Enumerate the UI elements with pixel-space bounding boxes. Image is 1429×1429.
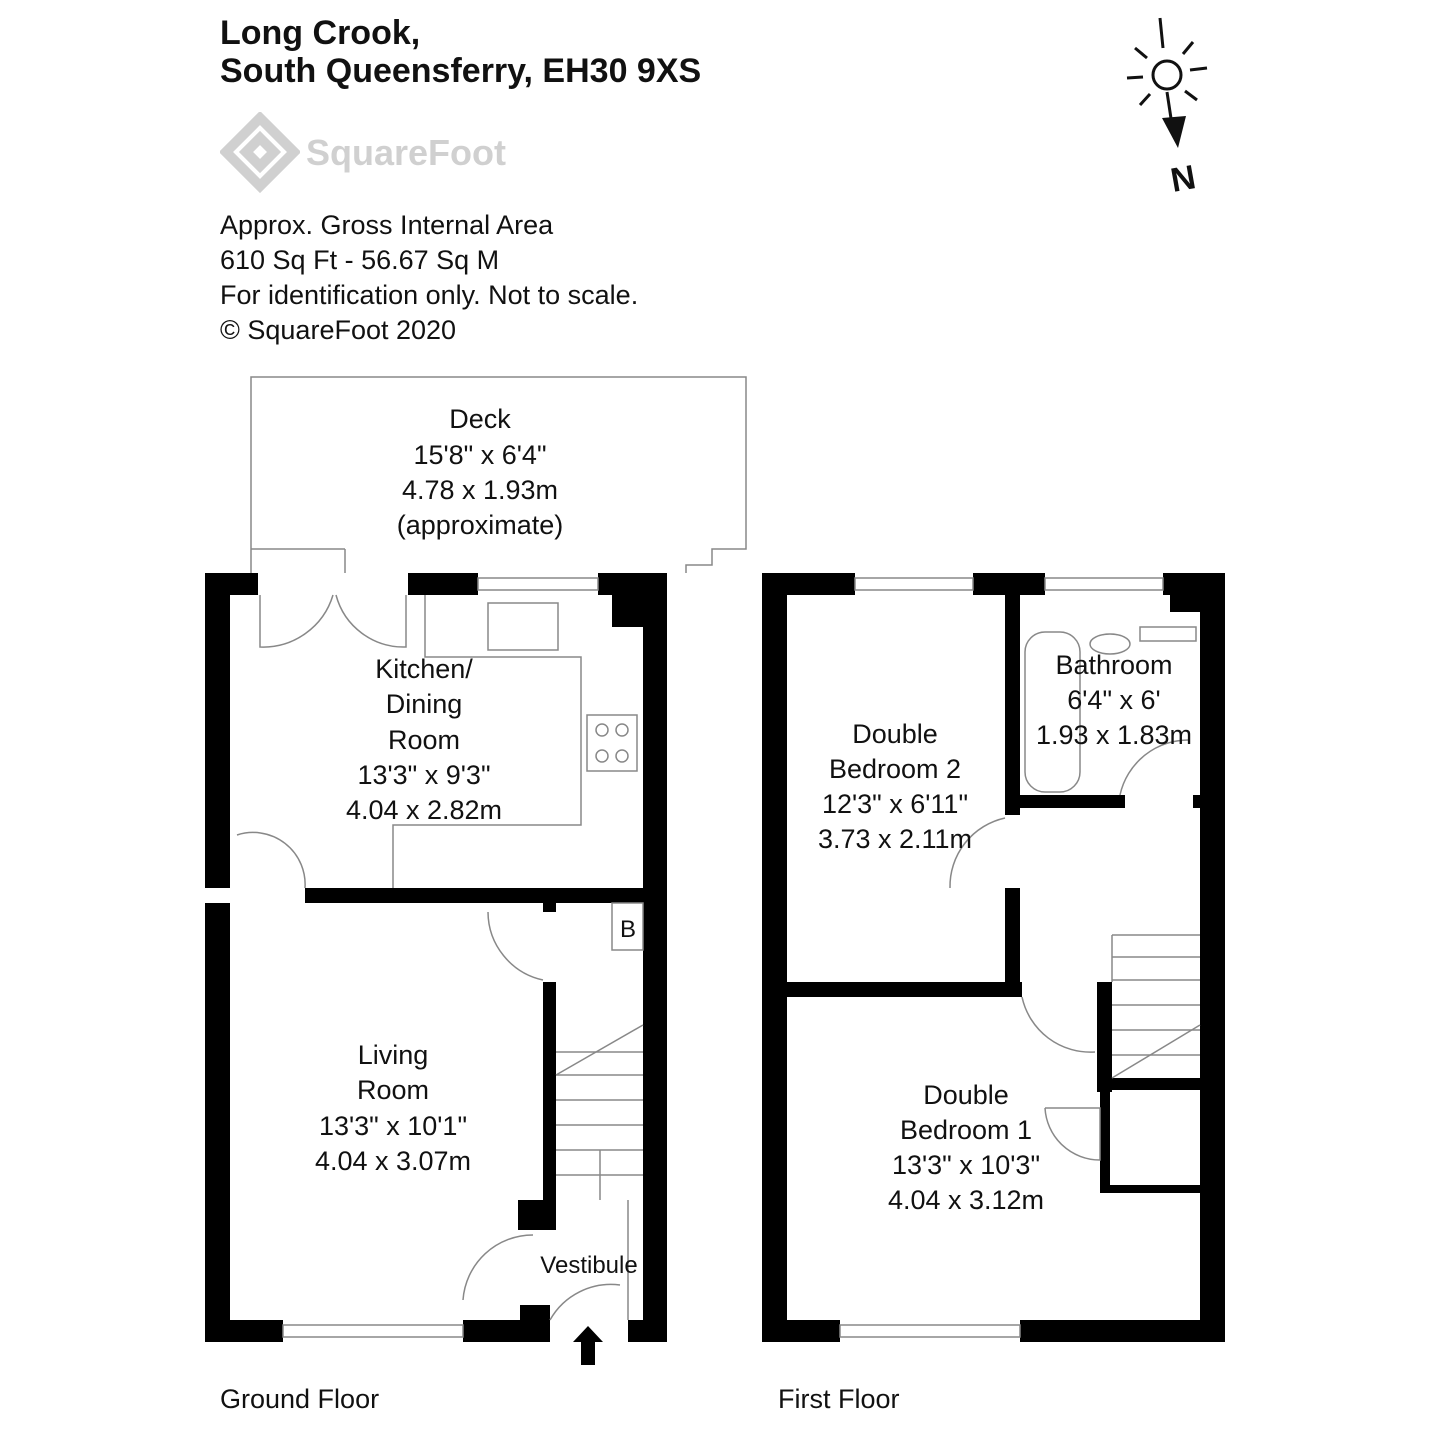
room-name: Kitchen/: [375, 654, 473, 684]
boiler-label: B: [620, 916, 636, 943]
ground-floor-walls: [205, 573, 667, 1342]
room-dimension-metric: 4.04 x 3.07m: [315, 1146, 471, 1176]
compass-icon: [1126, 17, 1208, 148]
room-dimension-imperial: 15'8" x 6'4": [413, 440, 546, 470]
room-label-bathroom: Bathroom 6'4" x 6' 1.93 x 1.83m: [1036, 650, 1192, 750]
room-name: Bedroom 1: [900, 1115, 1032, 1145]
room-dimension-imperial: 6'4" x 6': [1067, 685, 1160, 715]
entrance-arrow-icon: [573, 1326, 603, 1365]
floor-label-first: First Floor: [778, 1384, 900, 1414]
room-dimension-imperial: 13'3" x 10'3": [892, 1150, 1040, 1180]
room-label-kitchen: Kitchen/ Dining Room 13'3" x 9'3" 4.04 x…: [346, 654, 502, 825]
room-name: Living: [358, 1040, 429, 1070]
room-dimension-metric: 4.78 x 1.93m: [402, 475, 558, 505]
area-info: Approx. Gross Internal Area 610 Sq Ft - …: [220, 208, 638, 348]
room-name: Deck: [449, 404, 511, 434]
room-name: Room: [388, 725, 460, 755]
room-dimension-metric: 4.04 x 2.82m: [346, 795, 502, 825]
info-line: For identification only. Not to scale.: [220, 280, 639, 310]
logo-text: SquareFoot: [306, 132, 507, 173]
info-line: Approx. Gross Internal Area: [220, 210, 554, 240]
address-line-2: South Queensferry, EH30 9XS: [220, 52, 702, 90]
logo-mark-icon: [218, 110, 302, 194]
first-floor-walls: [762, 573, 1225, 1342]
ground-floor-fixtures: [236, 577, 644, 1338]
info-line: 610 Sq Ft - 56.67 Sq M: [220, 245, 500, 275]
room-name: Dining: [386, 689, 463, 719]
squarefoot-logo: SquareFoot: [218, 110, 506, 201]
compass-north-label: N: [1168, 158, 1199, 200]
room-dimension-imperial: 12'3" x 6'11": [822, 789, 968, 819]
deck-outline: [250, 376, 747, 573]
room-name: Double: [852, 719, 938, 749]
floor-label-ground: Ground Floor: [220, 1384, 380, 1414]
room-dimension-metric: 3.73 x 2.11m: [818, 824, 972, 854]
address-line-1: Long Crook,: [220, 14, 421, 52]
room-label-bedroom-1: Double Bedroom 1 13'3" x 10'3" 4.04 x 3.…: [888, 1080, 1044, 1215]
room-label-vestibule: Vestibule: [540, 1252, 637, 1279]
first-floor-fixtures: [839, 577, 1201, 1338]
room-name: Bedroom 2: [829, 754, 961, 784]
room-dimension-imperial: 13'3" x 9'3": [357, 760, 490, 790]
room-dimension-metric: 4.04 x 3.12m: [888, 1185, 1044, 1215]
info-line: © SquareFoot 2020: [220, 315, 457, 345]
room-dimension-metric: 1.93 x 1.83m: [1036, 720, 1192, 750]
room-name: Double: [923, 1080, 1009, 1110]
property-address: Long Crook, South Queensferry, EH30 9XS: [220, 14, 701, 90]
room-label-living: Living Room 13'3" x 10'1" 4.04 x 3.07m: [315, 1040, 471, 1176]
room-dimension-imperial: 13'3" x 10'1": [319, 1111, 467, 1141]
room-label-bedroom-2: Double Bedroom 2 12'3" x 6'11" 3.73 x 2.…: [818, 719, 972, 854]
room-note: (approximate): [397, 510, 564, 540]
room-label-deck: Deck 15'8" x 6'4" 4.78 x 1.93m (approxim…: [397, 404, 564, 540]
room-name: Bathroom: [1055, 650, 1172, 680]
room-name: Room: [357, 1075, 429, 1105]
